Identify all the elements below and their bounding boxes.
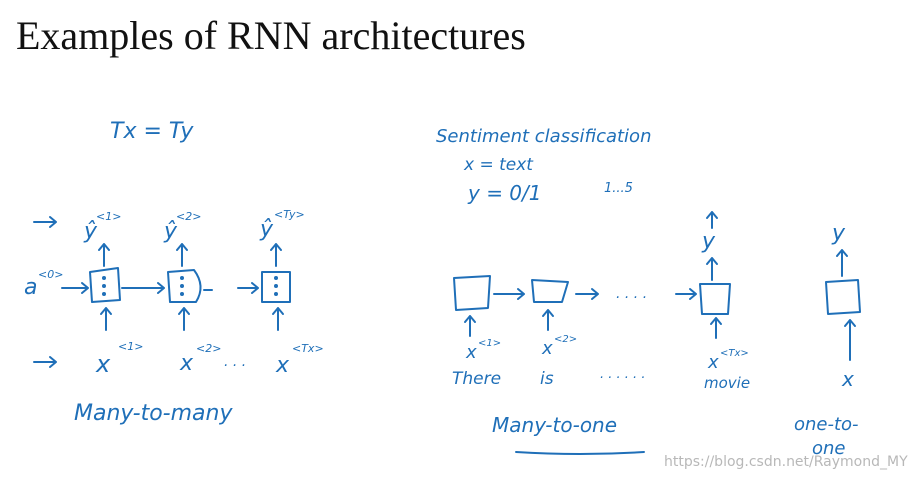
out-arrow-2 — [176, 243, 188, 267]
caption-many-to-many: Many-to-many — [74, 401, 233, 426]
cell-arrow-2-3 — [237, 282, 259, 294]
output-2-label: ŷ — [163, 219, 178, 244]
word-movie: movie — [704, 374, 750, 392]
rnn-cell-1 — [89, 267, 121, 303]
in-arrow-2 — [178, 307, 190, 331]
rnn-cell-3 — [261, 271, 291, 303]
word-there: There — [452, 369, 501, 389]
mto-input-1: x — [465, 342, 477, 363]
a0-label: a — [24, 275, 37, 300]
input-3-sup: <Tx> — [292, 342, 324, 355]
oto-out-arrow — [836, 249, 848, 277]
caption-one-to-one-line2: one — [812, 438, 846, 459]
mto-input-3: x — [707, 352, 719, 373]
oto-input-label: x — [841, 367, 854, 391]
output-1-label: ŷ — [83, 219, 98, 244]
output-1-sup: <1> — [96, 210, 121, 223]
rnn-cell-2 — [167, 269, 202, 303]
input-3-label: x — [275, 353, 290, 378]
middle-panel: Sentiment classification x = text y = 0/… — [436, 126, 750, 455]
output-2-sup: <2> — [176, 210, 201, 223]
inputs-ellipsis: . . . — [224, 354, 246, 370]
mto-out-arrow — [706, 257, 718, 281]
row-arrow-top — [33, 216, 57, 228]
watermark: https://blog.csdn.net/Raymond_MY — [664, 454, 908, 470]
oto-cell — [825, 279, 861, 315]
mto-ellipsis: . . . . — [616, 286, 647, 302]
oto-output-label: y — [831, 221, 846, 246]
mto-cell-1 — [453, 275, 491, 311]
page-title: Examples of RNN architectures — [16, 13, 526, 58]
caption-underline — [515, 451, 645, 455]
out-arrow-3 — [270, 243, 282, 267]
mto-input-3-sup: <Tx> — [720, 348, 749, 359]
input-2-label: x — [179, 351, 194, 376]
caption-many-to-one: Many-to-one — [492, 413, 617, 437]
mto-in-arrow-2 — [542, 309, 554, 331]
output-3-label: ŷ — [259, 217, 274, 242]
output-3-sup: <Ty> — [274, 208, 305, 221]
out-arrow-1 — [98, 243, 110, 267]
mto-in-arrow-3 — [710, 317, 722, 339]
mto-input-1-sup: <1> — [478, 338, 501, 349]
a0-arrow — [61, 282, 89, 294]
oto-in-arrow — [844, 319, 856, 361]
condition-label: Tx = Ty — [110, 119, 194, 144]
mto-arrow-2-3 — [575, 288, 599, 300]
mto-output-label: y — [701, 229, 716, 254]
input-1-sup: <1> — [118, 340, 143, 353]
mto-input-2: x — [541, 338, 553, 359]
row-arrow-bottom — [33, 356, 57, 368]
mto-cell-last — [699, 283, 731, 315]
y-range: 1...5 — [604, 181, 633, 196]
left-panel: Tx = Ty a <0> ŷ <1> ŷ <2> — [24, 119, 324, 426]
mto-arrow-to-last — [675, 288, 697, 300]
mto-input-2-sup: <2> — [554, 334, 577, 345]
mto-y-up-arrow — [706, 211, 718, 229]
y-definition: y = 0/1 — [467, 181, 542, 205]
task-label: Sentiment classification — [436, 126, 651, 147]
input-1-label: x — [95, 350, 111, 378]
cell-arrow-1-2 — [121, 282, 165, 294]
mto-arrow-1-2 — [493, 288, 525, 300]
right-panel: y x one-to- one — [794, 221, 861, 459]
x-definition: x = text — [463, 155, 534, 175]
input-2-sup: <2> — [196, 342, 221, 355]
a0-sup: <0> — [38, 268, 63, 281]
word-is: is — [540, 369, 554, 389]
in-arrow-3 — [272, 307, 284, 331]
in-arrow-1 — [100, 307, 112, 331]
words-ellipsis: . . . . . . — [600, 367, 645, 382]
mto-in-arrow-1 — [464, 315, 476, 337]
mto-cell-2 — [531, 279, 569, 303]
caption-one-to-one-line1: one-to- — [794, 414, 859, 435]
